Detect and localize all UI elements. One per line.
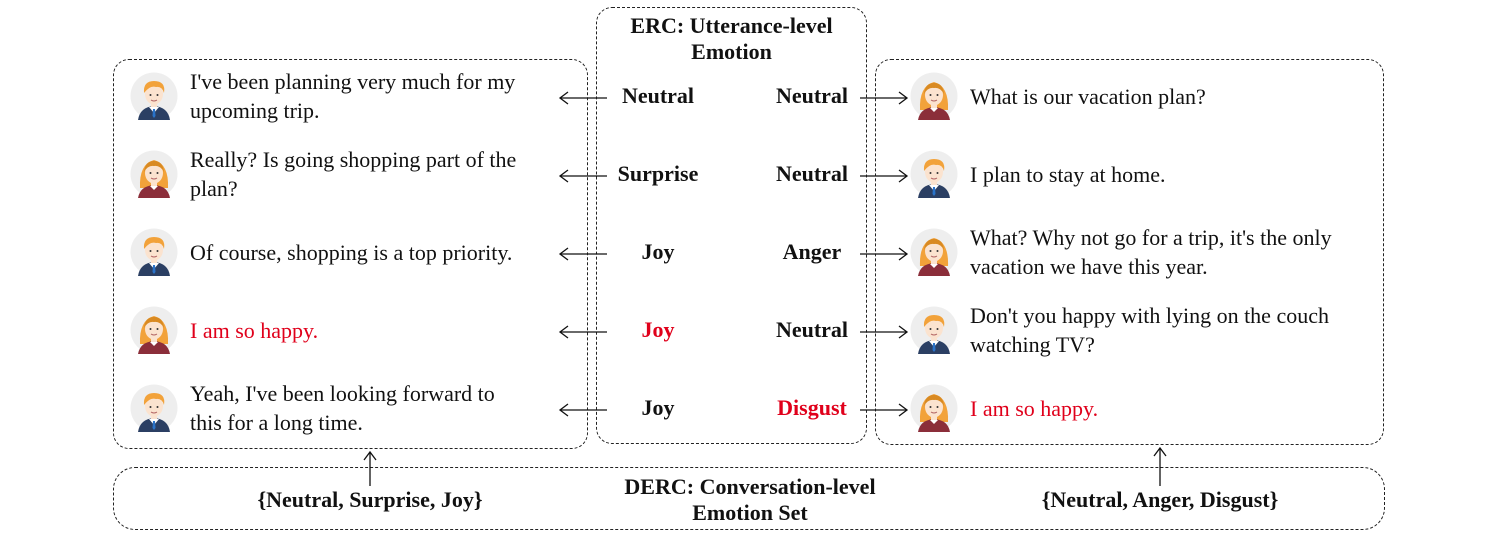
right-utterance-line: I am so happy. [970, 395, 1099, 421]
left-arrow-head [558, 91, 569, 105]
right-emotion-set: {Neutral, Anger, Disgust} [1041, 487, 1279, 512]
right-dialogue-box [875, 59, 1384, 445]
erc-title-line-1: ERC: Utterance-level [630, 13, 833, 38]
right-utterance-line: What? Why not go for a trip, it's the on… [970, 225, 1332, 250]
right-emotion-label: Neutral [775, 317, 849, 342]
left-utterance: I've been planning very much for my upcom… [190, 67, 515, 125]
left-emotion-label: Joy [641, 395, 675, 420]
left-arrow-head [558, 325, 569, 339]
left-emotion-label: Surprise [617, 161, 699, 186]
left-utterance-line: upcoming trip. [190, 98, 320, 123]
erc-title: ERC: Utterance-level Emotion [596, 13, 867, 65]
right-arrow-head [898, 169, 909, 183]
right-utterance-line: Don't you happy with lying on the couch [970, 303, 1329, 328]
right-utterance-line: vacation we have this year. [970, 254, 1208, 279]
left-utterance-line: I am so happy. [190, 317, 319, 343]
left-utterance-line: Yeah, I've been looking forward to [190, 381, 495, 406]
left-emotion-label: Joy [641, 317, 675, 342]
right-arrow-head [898, 91, 909, 105]
male-avatar-icon [910, 306, 958, 354]
derc-title-line-1: DERC: Conversation-level [624, 474, 876, 499]
left-utterance: I am so happy. [190, 316, 318, 345]
left-utterance: Really? Is going shopping part of the pla… [190, 145, 516, 203]
male-avatar-icon [130, 72, 178, 120]
right-utterance: I plan to stay at home. [970, 160, 1166, 189]
female-avatar-icon [910, 228, 958, 276]
left-utterance-line: Of course, shopping is a top priority. [190, 239, 513, 265]
derc-title: DERC: Conversation-level Emotion Set [560, 474, 940, 526]
right-emotion-label: Anger [782, 239, 842, 264]
left-arrow-head [558, 247, 569, 261]
left-emotion-label: Joy [641, 239, 675, 264]
female-avatar-icon [130, 150, 178, 198]
right-arrow-head [898, 247, 909, 261]
right-utterance-line: What is our vacation plan? [970, 83, 1206, 109]
right-utterance: Don't you happy with lying on the couch w… [970, 301, 1329, 359]
right-utterance-line: watching TV? [970, 332, 1095, 357]
left-arrow-head [558, 169, 569, 183]
left-emotion-set: {Neutral, Surprise, Joy} [257, 487, 483, 512]
male-avatar-icon [130, 228, 178, 276]
right-emotion-label: Neutral [775, 161, 849, 186]
male-avatar-icon [910, 150, 958, 198]
left-utterance-line: plan? [190, 176, 238, 201]
derc-title-line-2: Emotion Set [692, 500, 808, 525]
right-utterance: What is our vacation plan? [970, 82, 1206, 111]
right-set-arrow-head [1153, 446, 1167, 457]
left-utterance-line: this for a long time. [190, 410, 363, 435]
female-avatar-icon [130, 306, 178, 354]
right-arrow-head [898, 403, 909, 417]
right-emotion-label: Disgust [777, 395, 847, 420]
right-emotion-label: Neutral [775, 83, 849, 108]
right-utterance: What? Why not go for a trip, it's the on… [970, 223, 1332, 281]
erc-title-line-2: Emotion [691, 39, 772, 64]
left-emotion-label: Neutral [621, 83, 695, 108]
left-utterance-line: I've been planning very much for my [190, 69, 516, 94]
female-avatar-icon [910, 72, 958, 120]
left-utterance-line: Really? Is going shopping part of the [190, 147, 517, 172]
right-utterance-line: I plan to stay at home. [970, 161, 1166, 187]
right-arrow-head [898, 325, 909, 339]
left-arrow-head [558, 403, 569, 417]
right-utterance: I am so happy. [970, 394, 1098, 423]
derc-box [113, 467, 1385, 530]
erc-box [596, 7, 867, 444]
left-utterance: Yeah, I've been looking forward to this f… [190, 379, 495, 437]
male-avatar-icon [130, 384, 178, 432]
left-set-arrow-head [363, 450, 377, 461]
left-utterance: Of course, shopping is a top priority. [190, 238, 512, 267]
female-avatar-icon [910, 384, 958, 432]
